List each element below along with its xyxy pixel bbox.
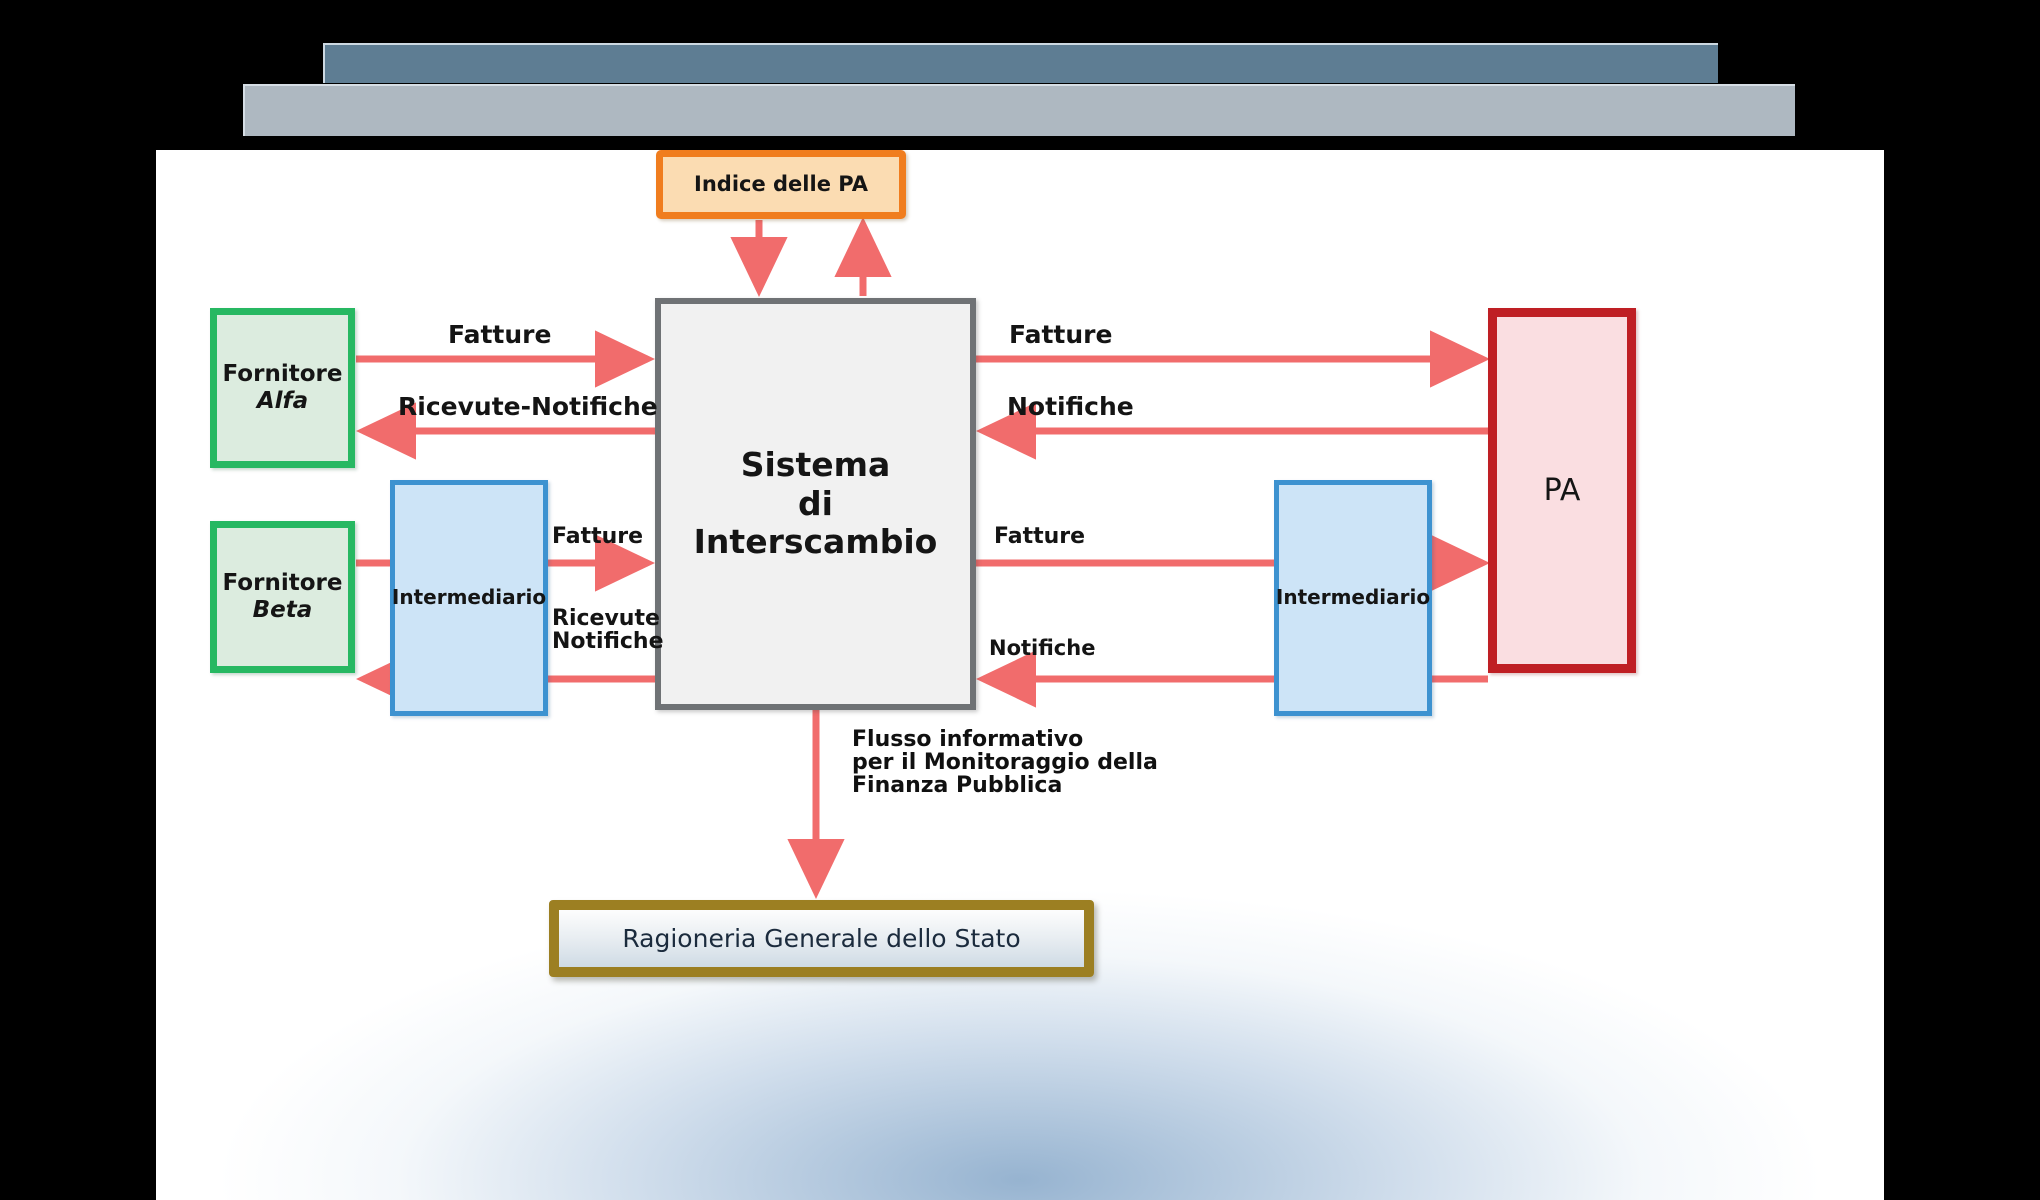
edge-label-sdi-to-rgs-line-1: Flusso informativo	[852, 727, 1084, 752]
edge-label-sdi-to-rgs-line-2: per il Monitoraggio della	[852, 750, 1158, 776]
node-intermediario-right-label: Intermediario	[1275, 585, 1431, 610]
node-indice-delle-pa[interactable]: Indice delle PA	[656, 150, 906, 219]
node-sistema-di-interscambio[interactable]: Sistema di Interscambio	[655, 298, 976, 710]
node-fornitore-beta-name: Beta	[252, 597, 313, 623]
header-bar-top	[323, 43, 1718, 83]
node-fornitore-alfa-name: Alfa	[256, 388, 309, 414]
node-intermediario-left-label: Intermediario	[391, 585, 547, 610]
edge-label-sdi-to-beta-line-2: Notifiche	[552, 629, 664, 655]
edge-label-pa-to-sdi-lower: Notifiche	[989, 637, 1095, 659]
node-fornitore-alfa-label: Fornitore	[222, 360, 343, 387]
edge-label-sdi-to-alfa-text: Ricevute-Notifiche	[398, 392, 658, 421]
edge-label-beta-to-sdi: Fatture	[552, 525, 643, 548]
node-pa[interactable]: PA	[1488, 308, 1636, 673]
diagram-canvas: Indice delle PA Fornitore Alfa Fornitore…	[156, 150, 1884, 1200]
node-fornitore-alfa[interactable]: Fornitore Alfa	[210, 308, 355, 468]
edge-label-sdi-to-pa: Fatture	[1009, 320, 1113, 349]
edge-label-sdi-to-rgs-line-3: Finanza Pubblica	[852, 773, 1063, 799]
edge-label-sdi-to-pa-lower: Fatture	[994, 525, 1085, 548]
edge-label-sdi-to-alfa: Ricevute-Notifiche	[398, 392, 658, 421]
edge-label-pa-to-sdi: Notifiche	[1007, 392, 1134, 421]
edge-label-sdi-to-rgs: Flusso informativo per il Monitoraggio d…	[852, 728, 1158, 797]
canvas-glow-decoration	[156, 830, 1884, 1200]
edge-label-sdi-to-pa-lower-text: Fatture	[994, 524, 1086, 549]
edge-label-sdi-to-beta: Ricevute Notifiche	[552, 607, 664, 653]
node-rgs-label: Ragioneria Generale dello Stato	[622, 923, 1021, 953]
edge-label-alfa-to-sdi: Fatture	[448, 320, 552, 349]
node-intermediario-right[interactable]: Intermediario	[1274, 480, 1432, 716]
node-fornitore-beta[interactable]: Fornitore Beta	[210, 521, 355, 673]
node-ragioneria-generale-dello-stato[interactable]: Ragioneria Generale dello Stato	[549, 900, 1094, 977]
header-bar-bottom	[243, 84, 1795, 136]
node-pa-label: PA	[1543, 472, 1581, 508]
edge-label-sdi-to-pa-text: Fatture	[1009, 320, 1113, 349]
edge-label-pa-to-sdi-lower-text: Notifiche	[989, 636, 1096, 660]
edge-label-beta-to-sdi-text: Fatture	[552, 524, 644, 549]
edge-label-sdi-to-beta-line-1: Ricevute	[552, 606, 660, 631]
node-indice-label: Indice delle PA	[694, 172, 868, 197]
node-sdi-line-2: di	[798, 483, 833, 523]
node-sdi-line-3: Interscambio	[693, 522, 938, 562]
node-sdi-line-1: Sistema	[740, 444, 891, 484]
node-intermediario-left[interactable]: Intermediario	[390, 480, 548, 716]
edge-label-pa-to-sdi-text: Notifiche	[1007, 392, 1134, 421]
edge-label-alfa-to-sdi-text: Fatture	[448, 320, 552, 349]
node-fornitore-beta-label: Fornitore	[222, 569, 343, 596]
